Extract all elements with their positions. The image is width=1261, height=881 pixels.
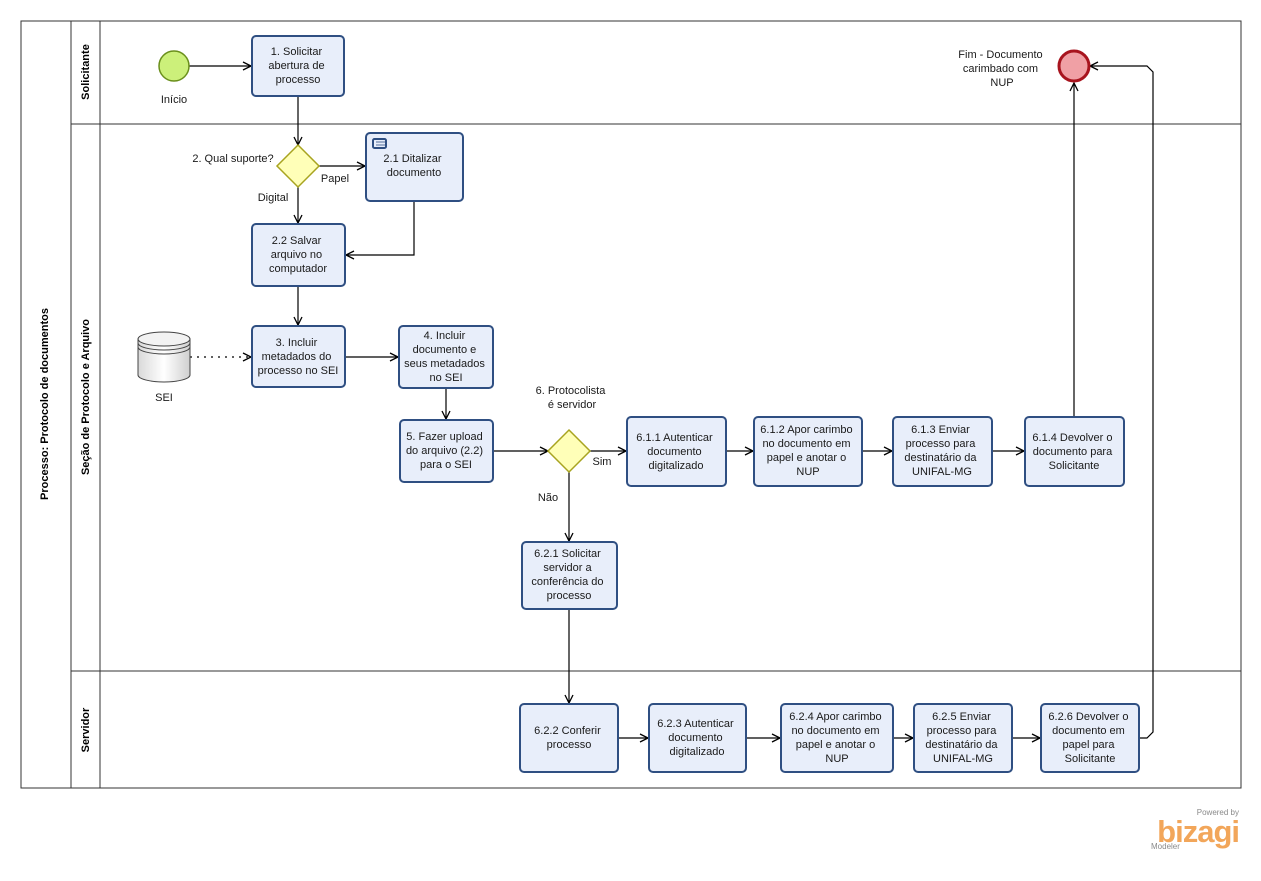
task-label: 1. Solicitar abertura de processo	[268, 46, 327, 86]
lane-labels: Solicitante Seção de Protocolo e Arquivo…	[80, 44, 92, 752]
task-6-2-1-solicitar-servidor[interactable]: 6.2.1 Solicitar servidor a conferência d…	[521, 541, 618, 610]
task-6-2-5-enviar-processo[interactable]: 6.2.5 Enviar processo para destinatário …	[913, 703, 1013, 773]
gateway-2-yes: Sim	[593, 456, 612, 468]
powered-by-label: Powered by	[1196, 808, 1239, 817]
data-store-sei[interactable]: SEI	[137, 331, 191, 404]
bizagi-branding: Powered by bizagi Modeler	[1143, 808, 1240, 851]
task-label: 6.2.4 Apor carimbo no documento em papel…	[789, 711, 884, 765]
task-2-2-salvar-arquivo[interactable]: 2.2 Salvar arquivo no computador	[251, 223, 346, 287]
gateway-2-no: Não	[538, 492, 558, 504]
lane-servidor: Servidor	[80, 707, 92, 752]
bizagi-logo: bizagi	[1157, 814, 1240, 849]
pool-title: Processo: Protocolo de documentos	[39, 308, 51, 500]
task-label: 6.1.2 Apor carimbo no documento em papel…	[760, 424, 855, 478]
task-label: 2.1 Ditalizar documento	[383, 153, 444, 179]
task-1-solicitar-abertura[interactable]: 1. Solicitar abertura de processo	[251, 35, 345, 97]
task-6-1-1-autenticar[interactable]: 6.1.1 Autenticar documento digitalizado	[626, 416, 727, 487]
start-event[interactable]: Início	[158, 50, 190, 106]
task-6-2-3-autenticar[interactable]: 6.2.3 Autenticar documento digitalizado	[648, 703, 747, 773]
end-event[interactable]: Fim - Documento carimbado com NUP	[958, 49, 1091, 89]
task-6-2-6-devolver-documento[interactable]: 6.2.6 Devolver o documento em papel para…	[1040, 703, 1140, 773]
task-label: 6.2.3 Autenticar documento digitalizado	[657, 718, 737, 758]
lane-secao: Seção de Protocolo e Arquivo	[80, 319, 92, 475]
task-6-1-2-apor-carimbo[interactable]: 6.1.2 Apor carimbo no documento em papel…	[753, 416, 863, 487]
task-label: 5. Fazer upload do arquivo (2.2) para o …	[406, 431, 486, 471]
task-label: 6.2.5 Enviar processo para destinatário …	[925, 711, 1000, 765]
task-label: 6.1.4 Devolver o documento para Solicita…	[1032, 432, 1115, 472]
task-label: 6.1.1 Autenticar documento digitalizado	[636, 432, 716, 472]
end-event-label: Fim - Documento carimbado com NUP	[958, 49, 1045, 89]
task-label: 3. Incluir metadados do processo no SEI	[258, 337, 339, 377]
gateway-protocolista-servidor[interactable]: 6. Protocolista é servidor Sim Não	[536, 385, 612, 504]
gateway-qual-suporte[interactable]: 2. Qual suporte? Papel Digital	[192, 143, 349, 204]
data-store-label: SEI	[155, 392, 173, 404]
gateway-1-no: Digital	[258, 192, 289, 204]
task-label: 6.2.6 Devolver o documento em papel para…	[1048, 711, 1131, 765]
gateway-1-question: 2. Qual suporte?	[192, 153, 273, 165]
sequence-flows	[189, 66, 1154, 738]
task-6-2-2-conferir-processo[interactable]: 6.2.2 Conferir processo	[519, 703, 619, 773]
task-6-1-4-devolver-documento[interactable]: 6.1.4 Devolver o documento para Solicita…	[1024, 416, 1125, 487]
start-event-label: Início	[161, 94, 187, 106]
manual-task-icon	[372, 138, 387, 149]
task-2-1-digitalizar[interactable]: 2.1 Ditalizar documento	[365, 132, 464, 202]
task-label: 2.2 Salvar arquivo no computador	[269, 235, 327, 275]
task-label: 6.1.3 Enviar processo para destinatário …	[904, 424, 979, 478]
gateway-1-yes: Papel	[321, 173, 349, 185]
task-label: 4. Incluir documento e seus metadados no…	[404, 330, 488, 384]
task-6-2-4-apor-carimbo[interactable]: 6.2.4 Apor carimbo no documento em papel…	[780, 703, 894, 773]
gateway-2-question: 6. Protocolista é servidor	[536, 385, 609, 411]
modeler-label: Modeler	[1151, 842, 1180, 851]
task-4-incluir-documento[interactable]: 4. Incluir documento e seus metadados no…	[398, 325, 494, 389]
task-6-1-3-enviar-processo[interactable]: 6.1.3 Enviar processo para destinatário …	[892, 416, 993, 487]
task-3-incluir-metadados[interactable]: 3. Incluir metadados do processo no SEI	[251, 325, 346, 388]
lane-solicitante: Solicitante	[80, 44, 92, 100]
task-label: 6.2.1 Solicitar servidor a conferência d…	[531, 548, 606, 602]
pool: Processo: Protocolo de documentos	[20, 20, 1242, 789]
task-5-fazer-upload[interactable]: 5. Fazer upload do arquivo (2.2) para o …	[399, 419, 494, 483]
task-label: 6.2.2 Conferir processo	[534, 725, 604, 751]
